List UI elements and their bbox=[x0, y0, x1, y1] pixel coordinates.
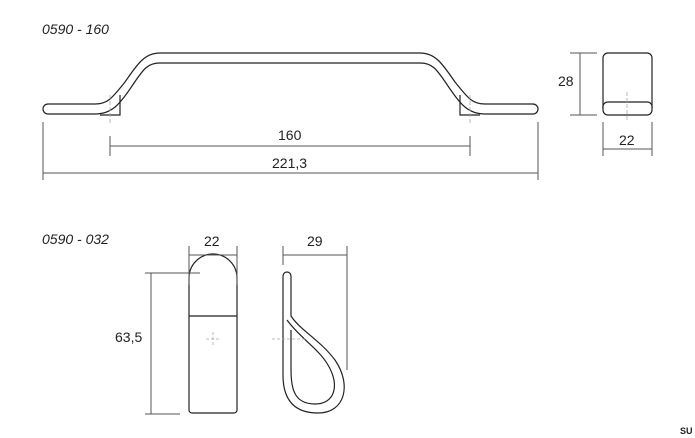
handle-160-end-view bbox=[602, 52, 653, 116]
dim-knob-depth: 29 bbox=[307, 233, 323, 249]
knob-side-view bbox=[282, 271, 345, 414]
dim-knob-height: 63,5 bbox=[115, 329, 143, 345]
drawing-2-code: 0590 - 032 bbox=[42, 231, 109, 247]
footer-mark: SU bbox=[680, 426, 693, 436]
dim-knob-width: 22 bbox=[204, 233, 220, 249]
knob-front-view bbox=[188, 253, 238, 414]
dim-height-28: 28 bbox=[558, 73, 574, 89]
drawing-1-code: 0590 - 160 bbox=[42, 21, 109, 37]
dim-width-22: 22 bbox=[619, 132, 635, 148]
dim-total-length: 221,3 bbox=[272, 155, 308, 171]
dim-hole-spacing: 160 bbox=[278, 127, 302, 143]
handle-160-outline bbox=[42, 52, 539, 115]
